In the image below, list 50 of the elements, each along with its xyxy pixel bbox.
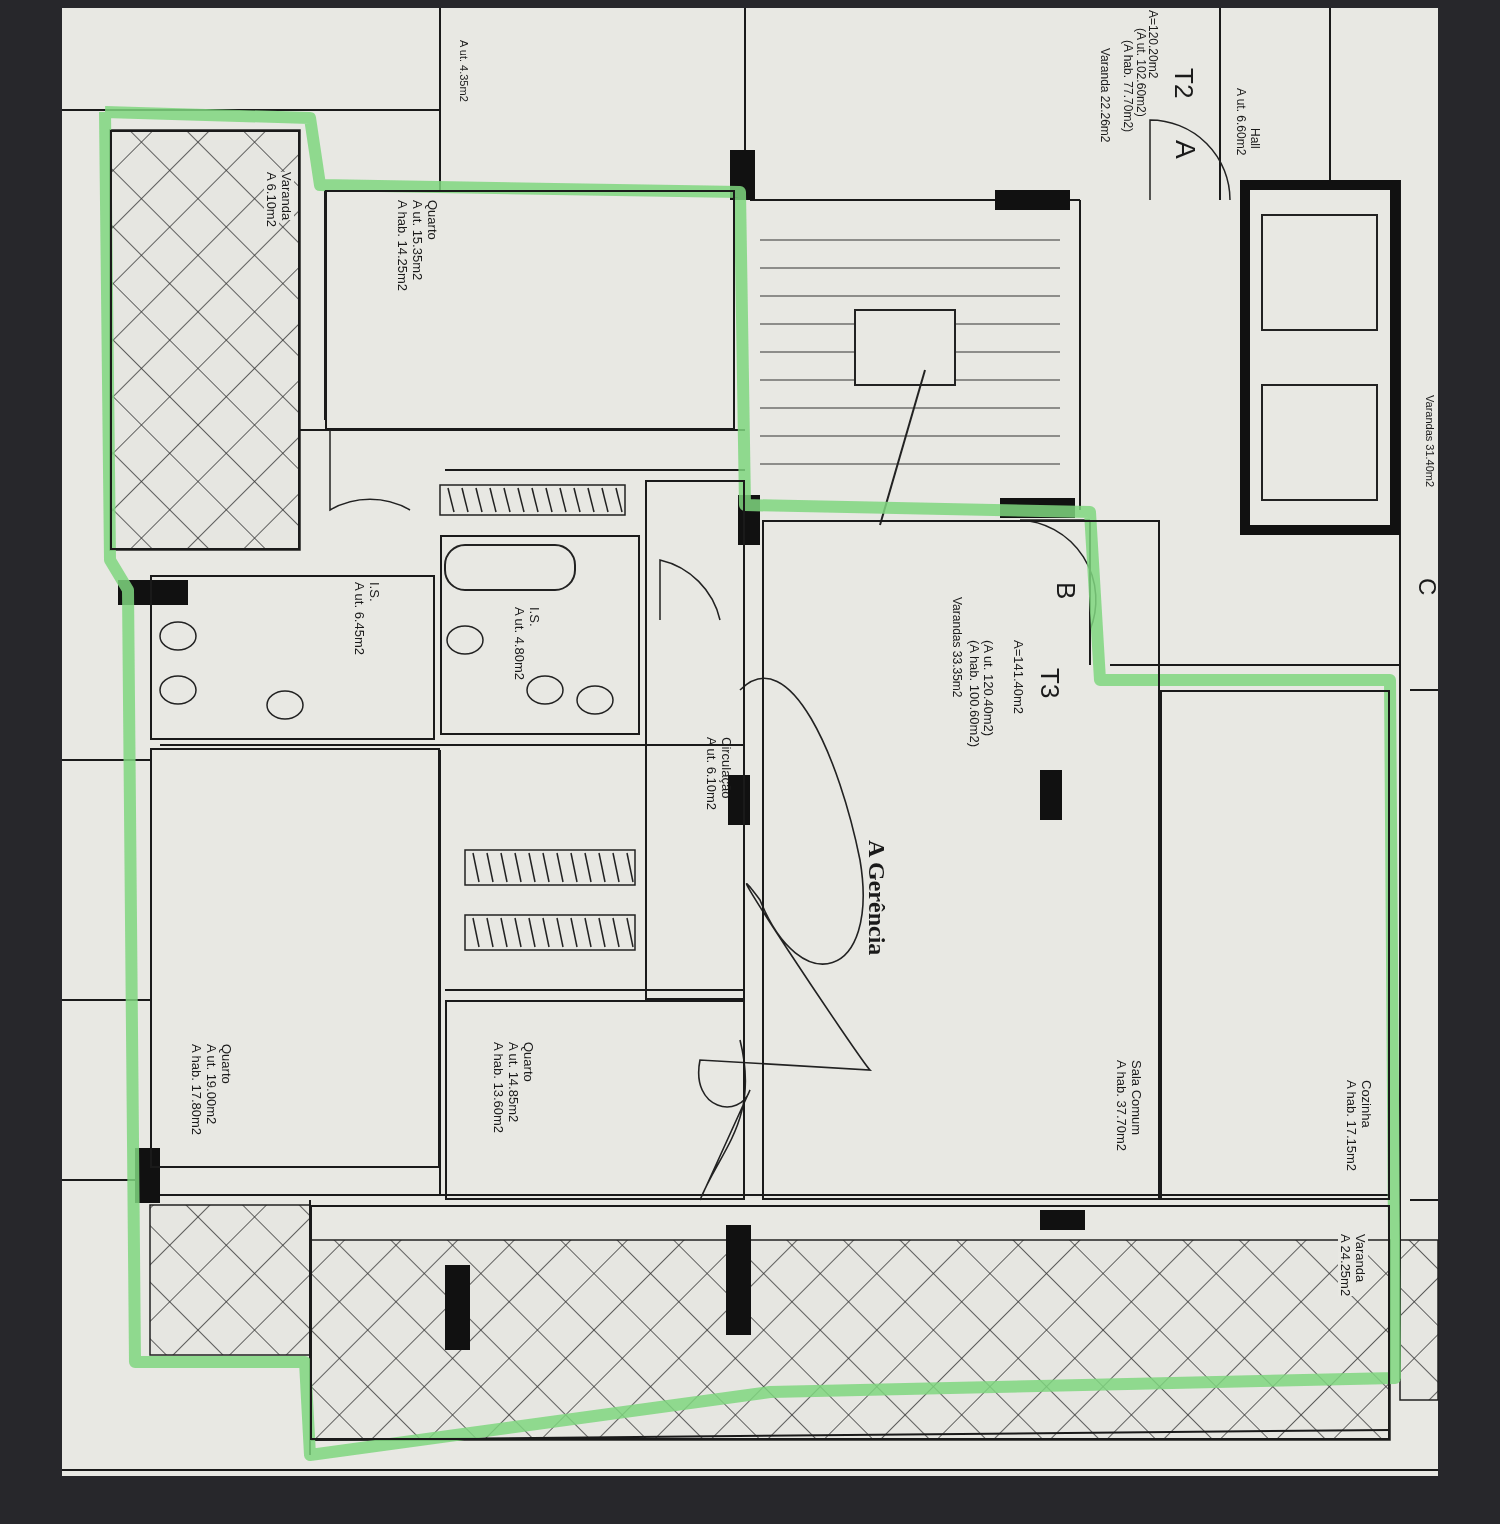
area-label: A hab. 17.80m2	[189, 1044, 204, 1136]
room-area	[762, 520, 1160, 1200]
area-label: Varandas 33.35m2	[950, 597, 964, 698]
room-name: Circulação	[719, 737, 734, 799]
room-area	[645, 480, 745, 1000]
door-letter: B	[1052, 582, 1080, 600]
area-label: A ut. 19.00m2	[204, 1044, 219, 1125]
area-label: A ut. 4.80m2	[512, 607, 527, 680]
area-label: A ut. 4.35m2	[457, 40, 470, 102]
area-label: Varandas 31.40m2	[1423, 395, 1436, 488]
room-area	[445, 1000, 745, 1200]
area-label: (A ut. 102.60m2)	[1134, 28, 1148, 117]
room-area	[440, 535, 640, 735]
room-name: Quarto	[425, 200, 440, 240]
area-label: A=141.40m2	[1011, 640, 1026, 715]
area-label: A hab. 17.15m2	[1344, 1080, 1359, 1172]
area-label: A 6.10m2	[264, 172, 279, 227]
room-name: Sala Comum	[1129, 1060, 1144, 1136]
room-name: Quarto	[521, 1042, 536, 1082]
area-label: (A hab. 100.60m2)	[967, 640, 982, 747]
stamp-text: A Gerência	[864, 840, 890, 956]
area-label: A hab. 14.25m2	[395, 200, 410, 292]
balcony-area	[310, 1205, 1390, 1440]
room-name: Quarto	[219, 1044, 234, 1084]
door-letter: C	[1414, 578, 1440, 596]
area-label: A=120.20m2	[1146, 10, 1160, 79]
apartment-type-label: T3	[1036, 668, 1064, 699]
room-name: I.S.	[367, 582, 382, 602]
room-area	[1160, 690, 1390, 1200]
room-name: I.S.	[527, 607, 542, 627]
area-label: A hab. 37.70m2	[1114, 1060, 1129, 1152]
room-area	[325, 190, 735, 430]
area-label: (A ut. 120.40m2)	[981, 640, 996, 737]
area-label: A ut. 6.60m2	[1234, 88, 1248, 156]
room-area	[150, 748, 440, 1168]
room-name: Hall	[1248, 128, 1262, 149]
apartment-type-label: T2	[1170, 68, 1198, 99]
area-label: Varanda 22.26m2	[1098, 48, 1112, 143]
area-label: A 24.25m2	[1338, 1234, 1353, 1297]
room-name: Varanda	[279, 172, 294, 221]
area-label: A hab. 13.60m2	[491, 1042, 506, 1134]
area-label: A ut. 14.85m2	[506, 1042, 521, 1123]
room-name: Cozinha	[1359, 1080, 1374, 1128]
room-name: Varanda	[1353, 1234, 1368, 1283]
area-label: A ut. 15.35m2	[410, 200, 425, 281]
area-label: (A hab. 77.70m2)	[1121, 40, 1135, 133]
area-label: A ut. 6.45m2	[352, 582, 367, 655]
balcony-area	[110, 130, 300, 550]
door-letter: A	[1170, 140, 1200, 159]
room-area	[150, 575, 435, 740]
